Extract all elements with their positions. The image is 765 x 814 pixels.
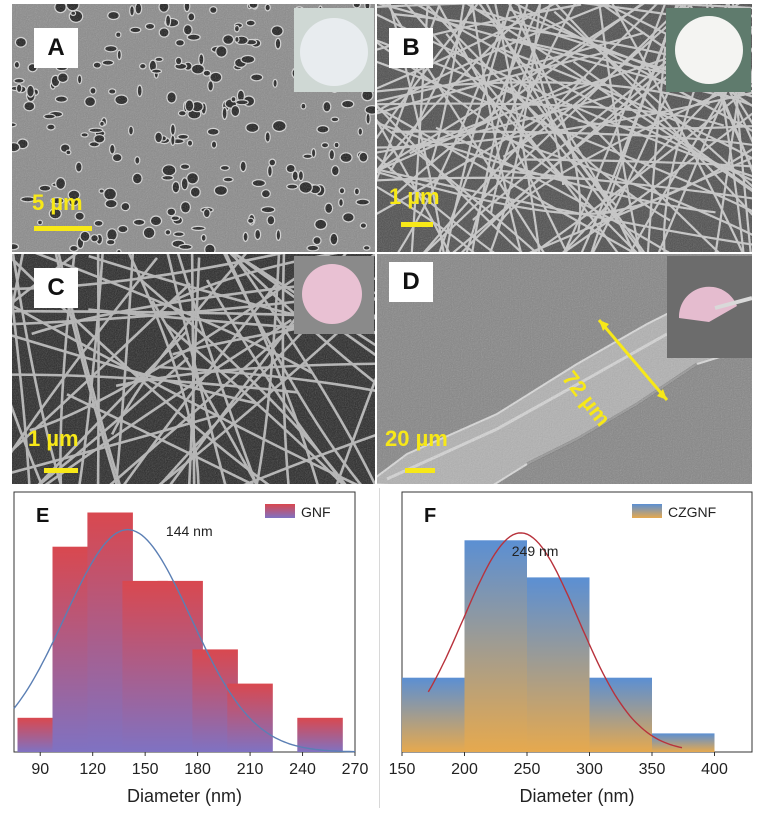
x-tick-label: 240: [289, 761, 316, 778]
inset-photo-c: [294, 256, 374, 334]
x-tick-label: 300: [576, 761, 603, 778]
x-tick-label: 270: [342, 761, 369, 778]
x-tick-label: 350: [639, 761, 666, 778]
legend-swatch: [632, 504, 662, 518]
chart-panel-label: E: [36, 505, 49, 527]
x-axis-label: Diameter (nm): [519, 786, 634, 806]
chart-divider: [379, 488, 380, 808]
inset-photo-b: [666, 8, 751, 92]
x-tick-label: 210: [237, 761, 264, 778]
membrane-disc-d: [678, 286, 737, 322]
x-tick-label: 150: [132, 761, 159, 778]
peak-annotation: 249 nm: [512, 543, 559, 559]
sem-panel-b: B 1 µm: [377, 4, 752, 252]
scale-label-d: 20 µm: [385, 426, 448, 451]
histogram-bar: [589, 677, 652, 752]
membrane-disc-b: [675, 16, 743, 84]
panel-label-c: C: [34, 268, 78, 308]
x-tick-label: 120: [79, 761, 106, 778]
panel-label-a: A: [34, 28, 78, 68]
x-tick-label: 180: [184, 761, 211, 778]
tweezer: [714, 296, 752, 310]
peak-annotation: 144 nm: [166, 523, 213, 539]
membrane-disc-c: [302, 264, 362, 324]
x-tick-label: 250: [514, 761, 541, 778]
panel-label-d: D: [389, 262, 433, 302]
x-tick-label: 200: [451, 761, 478, 778]
scale-bar-a: [34, 226, 92, 231]
legend-swatch: [265, 504, 295, 518]
sem-panel-d: D 72 µm 20 µm: [377, 254, 752, 484]
scale-label-a: 5 µm: [32, 190, 83, 215]
scale-bar-c: [44, 468, 78, 473]
membrane-disc-a: [300, 18, 368, 86]
histogram-bar: [402, 677, 465, 752]
fiber-network-texture-b: [377, 4, 752, 252]
chart-panel-label: F: [424, 505, 436, 527]
x-tick-label: 90: [31, 761, 49, 778]
histogram-bar: [464, 540, 527, 752]
legend-label: GNF: [301, 504, 331, 520]
inset-photo-d: [667, 256, 752, 358]
sem-panel-a: A 5 µm: [12, 4, 375, 252]
gaussian-fit-curve: [427, 532, 683, 749]
scale-bar-b: [401, 222, 433, 227]
histogram-bar: [297, 717, 343, 752]
x-tick-label: 400: [701, 761, 728, 778]
scale-label-b: 1 µm: [389, 184, 440, 209]
x-axis-label: Diameter (nm): [127, 786, 242, 806]
histogram-bar: [652, 733, 715, 752]
x-tick-label: 150: [389, 761, 416, 778]
scale-bar-d: [405, 468, 435, 473]
inset-photo-a: [294, 8, 374, 92]
legend-label: CZGNF: [668, 504, 716, 520]
histogram-bar: [527, 577, 590, 752]
gaussian-fit-curve: [13, 528, 356, 753]
panel-label-b: B: [389, 28, 433, 68]
scale-label-c: 1 µm: [28, 426, 79, 451]
measure-arrow: [597, 319, 669, 401]
sem-panel-c: C 1 µm: [12, 254, 375, 484]
